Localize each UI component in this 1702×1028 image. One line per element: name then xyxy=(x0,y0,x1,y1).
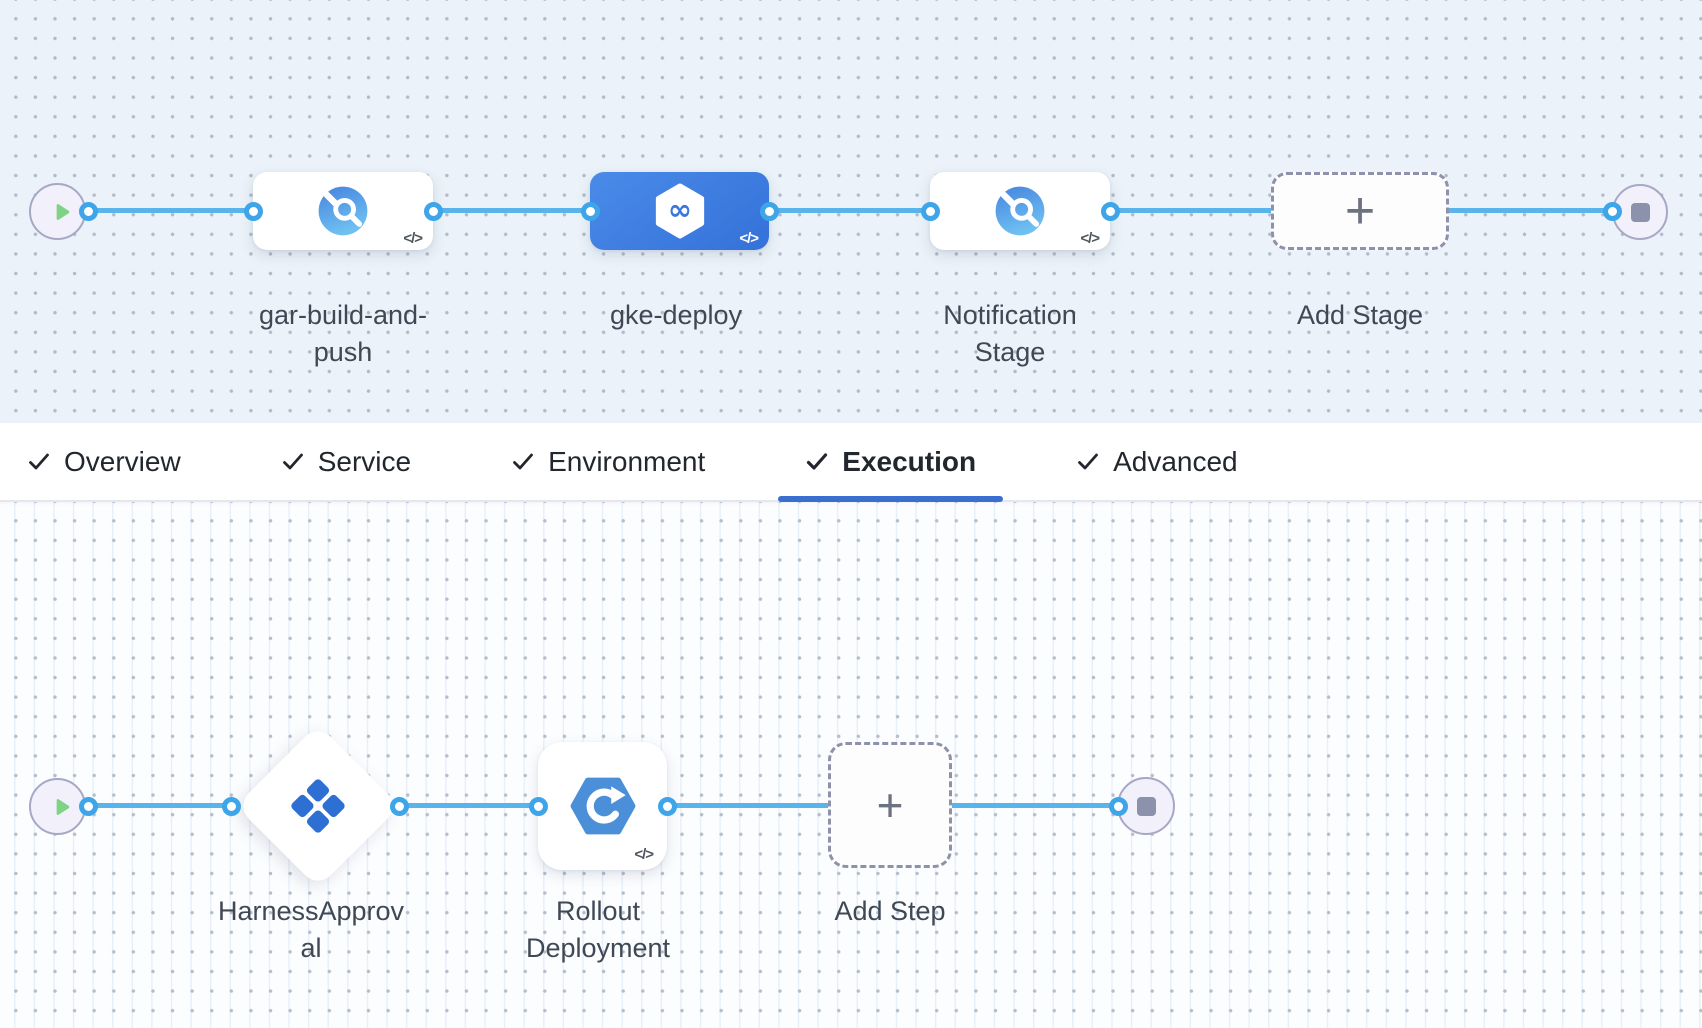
add-stage-button[interactable]: + xyxy=(1271,172,1449,250)
tab-service[interactable]: Service xyxy=(281,423,411,500)
harness-pipeline-icon: ∞ xyxy=(655,183,704,239)
code-view-badge: </> xyxy=(634,846,654,863)
custom-stage-icon xyxy=(995,186,1045,236)
tab-execution[interactable]: Execution xyxy=(778,423,1003,502)
stage-label: gke-deploy xyxy=(609,300,743,330)
artifact-registry-icon xyxy=(318,186,368,236)
stage-config-tabbar: Overview Service Environment Execution A… xyxy=(0,423,1702,502)
edge xyxy=(769,208,930,213)
connector-port xyxy=(1109,797,1128,816)
connector-port xyxy=(1101,202,1120,221)
connector-port xyxy=(390,797,409,816)
stage-label: Notification Stage xyxy=(943,300,1077,367)
connector-port xyxy=(1603,202,1622,221)
tab-label: Execution xyxy=(842,445,977,477)
start-node xyxy=(29,183,86,240)
stop-icon xyxy=(1630,202,1650,222)
tab-advanced[interactable]: Advanced xyxy=(1076,423,1238,500)
start-node xyxy=(29,778,86,835)
edge xyxy=(88,208,253,213)
connector-port xyxy=(760,202,779,221)
check-icon xyxy=(29,453,49,469)
stage-canvas[interactable]: </> ∞ </> </> xyxy=(0,0,1702,423)
tab-label: Environment xyxy=(548,445,706,477)
stage-node-gar-build-and-push[interactable]: </> xyxy=(253,172,433,250)
plus-icon: + xyxy=(876,779,904,831)
stage-node-gke-deploy[interactable]: ∞ </> xyxy=(590,172,769,250)
tab-environment[interactable]: Environment xyxy=(511,423,705,500)
connector-port xyxy=(581,202,600,221)
play-icon xyxy=(56,798,69,815)
stage-node-notification-stage[interactable]: </> xyxy=(930,172,1110,250)
code-view-badge: </> xyxy=(739,230,759,247)
stage-label: gar-build-and-push xyxy=(258,300,428,367)
check-icon xyxy=(513,453,533,469)
check-icon xyxy=(282,453,303,469)
add-step-button[interactable]: + xyxy=(828,742,952,868)
edge xyxy=(433,208,590,213)
add-stage-label: Add Stage xyxy=(1296,300,1424,330)
infinity-glyph: ∞ xyxy=(667,193,691,227)
check-icon xyxy=(807,452,828,470)
connector-port xyxy=(529,797,548,816)
connector-port xyxy=(921,202,940,221)
step-label: HarnessApproval xyxy=(217,896,405,963)
code-view-badge: </> xyxy=(1080,230,1100,247)
edge xyxy=(399,803,538,808)
connector-port xyxy=(222,797,241,816)
step-label: Rollout Deployment xyxy=(525,896,671,963)
plus-icon: + xyxy=(1344,182,1376,240)
connector-port xyxy=(79,202,98,221)
execution-canvas[interactable]: </> + HarnessApproval Rollout Deployment… xyxy=(0,502,1702,1028)
code-view-badge: </> xyxy=(403,230,423,247)
tab-label: Advanced xyxy=(1113,445,1238,477)
add-step-label: Add Step xyxy=(834,896,946,926)
connector-port xyxy=(658,797,677,816)
step-node-rollout-deployment[interactable]: </> xyxy=(538,742,667,870)
connector-port xyxy=(79,797,98,816)
play-icon xyxy=(56,203,69,220)
check-icon xyxy=(1078,453,1098,469)
tab-label: Service xyxy=(317,445,412,477)
connector-port xyxy=(244,202,263,221)
stop-icon xyxy=(1136,796,1156,816)
tab-label: Overview xyxy=(64,445,181,477)
connector-port xyxy=(424,202,443,221)
edge xyxy=(88,803,231,808)
tab-overview[interactable]: Overview xyxy=(27,423,181,500)
rollout-deployment-icon xyxy=(570,777,635,835)
